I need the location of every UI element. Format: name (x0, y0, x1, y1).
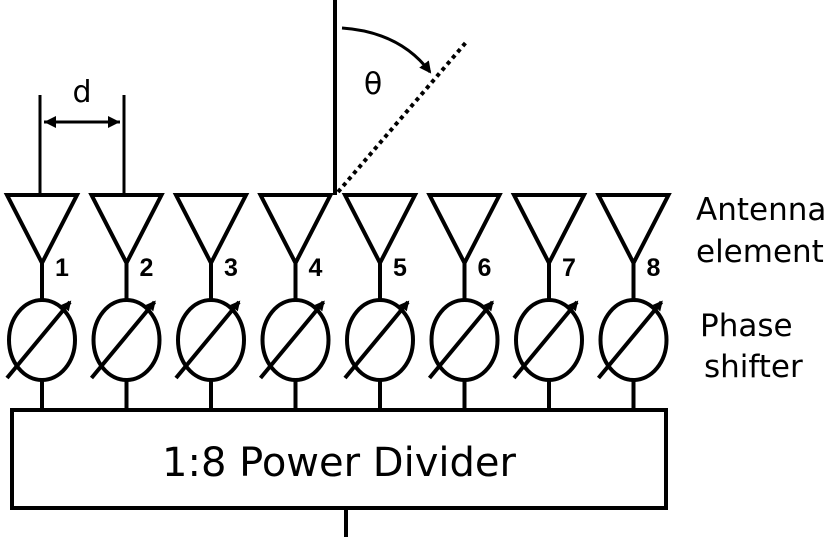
spacing-label: d (72, 75, 91, 110)
array-element-2: 2 (88, 193, 165, 410)
antenna-element-label-line1: Antenna (696, 192, 826, 228)
antenna-icon (426, 193, 503, 268)
beam-direction: θ (333, 0, 470, 195)
antenna-icon (510, 193, 588, 268)
steered-beam-line (336, 38, 470, 194)
antenna-icon (172, 193, 250, 268)
array-element-5: 5 (341, 193, 419, 410)
phase-shifter-icon (514, 298, 584, 382)
phase-shifter-arrow (427, 300, 495, 380)
angle-arc-arrow (341, 26, 432, 74)
power-divider: 1:8 Power Divider (10, 408, 668, 537)
element-number: 5 (393, 254, 407, 282)
array-element-6: 6 (426, 193, 503, 410)
antenna-element-label-line2: element (696, 234, 824, 270)
array-element-4: 4 (257, 193, 334, 410)
phase-shifter-icon (260, 298, 331, 382)
phase-shifter-label-line1: Phase (700, 308, 793, 344)
phase-shifter-arrow (512, 300, 579, 380)
power-divider-label: 1:8 Power Divider (162, 440, 516, 486)
array-elements: 1 2 3 4 5 6 7 8 (3, 193, 672, 410)
antenna-icon (595, 193, 672, 268)
phase-shifter-icon (429, 298, 500, 382)
phase-shifter-icon (176, 298, 246, 382)
spacing-indicator: d (38, 75, 126, 195)
element-number: 2 (140, 254, 154, 282)
phase-shifter-arrow (343, 300, 410, 380)
array-element-7: 7 (510, 193, 588, 410)
phase-shifter-icon (7, 298, 77, 382)
element-number: 6 (478, 254, 492, 282)
element-number: 3 (224, 254, 238, 282)
phase-shifter-arrow (5, 300, 72, 380)
phase-shifter-arrow (174, 300, 241, 380)
phase-shifter-arrow (258, 300, 326, 380)
array-element-1: 1 (3, 193, 81, 410)
phase-shifter-arrow (89, 300, 157, 380)
element-number: 1 (55, 254, 69, 282)
phase-shifter-icon (598, 298, 669, 382)
array-element-3: 3 (172, 193, 250, 410)
phase-shifter-arrow (596, 300, 664, 380)
phase-shifter-label-line2: shifter (704, 349, 803, 385)
array-element-8: 8 (595, 193, 672, 410)
element-number: 7 (562, 254, 576, 282)
antenna-icon (3, 193, 81, 268)
angle-label: θ (364, 67, 382, 102)
element-number: 4 (309, 254, 323, 282)
phase-shifter-icon (91, 298, 162, 382)
antenna-icon (341, 193, 419, 268)
antenna-icon (88, 193, 165, 268)
phase-shifter-icon (345, 298, 415, 382)
antenna-icon (257, 193, 334, 268)
element-number: 8 (647, 254, 661, 282)
